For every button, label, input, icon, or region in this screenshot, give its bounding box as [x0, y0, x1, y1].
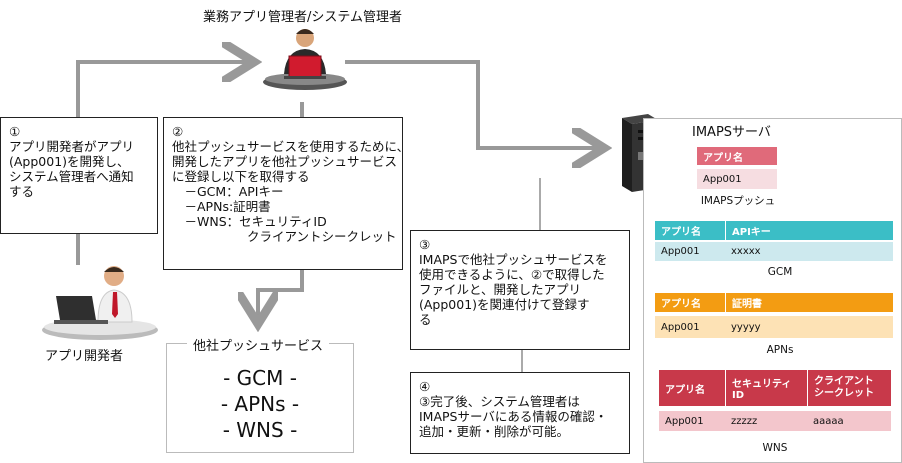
wns-header-client-secret: クライアント シークレット: [807, 370, 891, 406]
apns-header-row: アプリ名 証明書: [655, 293, 893, 312]
note-step1: ① アプリ開発者がアプリ (App001)を開発し、 システム管理者へ通知 する: [0, 117, 158, 234]
note-step4: ④ ③完了後、システム管理者は IMAPSサーバにある情報の確認・ 追加・更新・…: [410, 372, 630, 454]
gcm-value-key: xxxxx: [725, 242, 893, 261]
gcm-header-app: アプリ名: [655, 221, 725, 240]
imaps-push-header: アプリ名: [697, 147, 777, 165]
note-step3: ③ IMAPSで他社プッシュサービスを 使用できるように、②で取得した ファイル…: [410, 230, 630, 350]
gcm-value-app: App001: [655, 242, 725, 261]
push-service-gcm: - GCM -: [223, 366, 297, 390]
admin-person-icon: [263, 29, 347, 90]
server-title: IMAPSサーバ: [688, 121, 775, 140]
wns-header-row: アプリ名 セキュリティID クライアント シークレット: [659, 370, 891, 406]
developer-person-icon: [42, 266, 158, 340]
wns-value-app: App001: [659, 411, 725, 431]
push-service-title: 他社プッシュサービス: [187, 335, 330, 354]
push-service-apns: - APNs -: [220, 392, 300, 416]
push-service-wns: - WNS -: [222, 418, 298, 442]
admin-label: 業務アプリ管理者/システム管理者: [203, 10, 402, 25]
apns-value-cert: yyyyy: [725, 316, 893, 338]
imaps-push-value-row: App001: [697, 169, 777, 189]
wns-value-security-id: zzzzz: [725, 411, 807, 431]
note-step2: ② 他社プッシュサービスを使用するために、 開発したアプリを他社プッシュサービス…: [163, 117, 409, 270]
gcm-value-row: App001 xxxxx: [655, 242, 893, 261]
push-service-box: 他社プッシュサービス - GCM - - APNs - - WNS -: [166, 335, 354, 453]
developer-label: アプリ開発者: [45, 349, 124, 364]
imaps-push-caption: IMAPSプッシュ: [700, 195, 776, 207]
apns-value-row: App001 yyyyy: [655, 316, 893, 338]
wns-value-client-secret: aaaaa: [807, 411, 891, 431]
imaps-push-header-row: アプリ名: [697, 147, 777, 165]
gcm-header-row: アプリ名 APIキー: [655, 221, 893, 240]
wns-header-app: アプリ名: [659, 370, 725, 406]
arrow-admin-to-server: [345, 60, 600, 148]
apns-value-app: App001: [655, 316, 725, 338]
wns-value-row: App001 zzzzz aaaaa: [659, 411, 891, 431]
apns-header-app: アプリ名: [655, 293, 725, 312]
apns-caption: APNs: [766, 344, 794, 356]
gcm-caption: GCM: [767, 266, 793, 278]
wns-header-security-id: セキュリティID: [725, 370, 807, 406]
gcm-header-key: APIキー: [725, 221, 893, 240]
imaps-push-value: App001: [697, 169, 777, 189]
wns-caption: WNS: [762, 442, 788, 454]
apns-header-cert: 証明書: [725, 293, 893, 312]
